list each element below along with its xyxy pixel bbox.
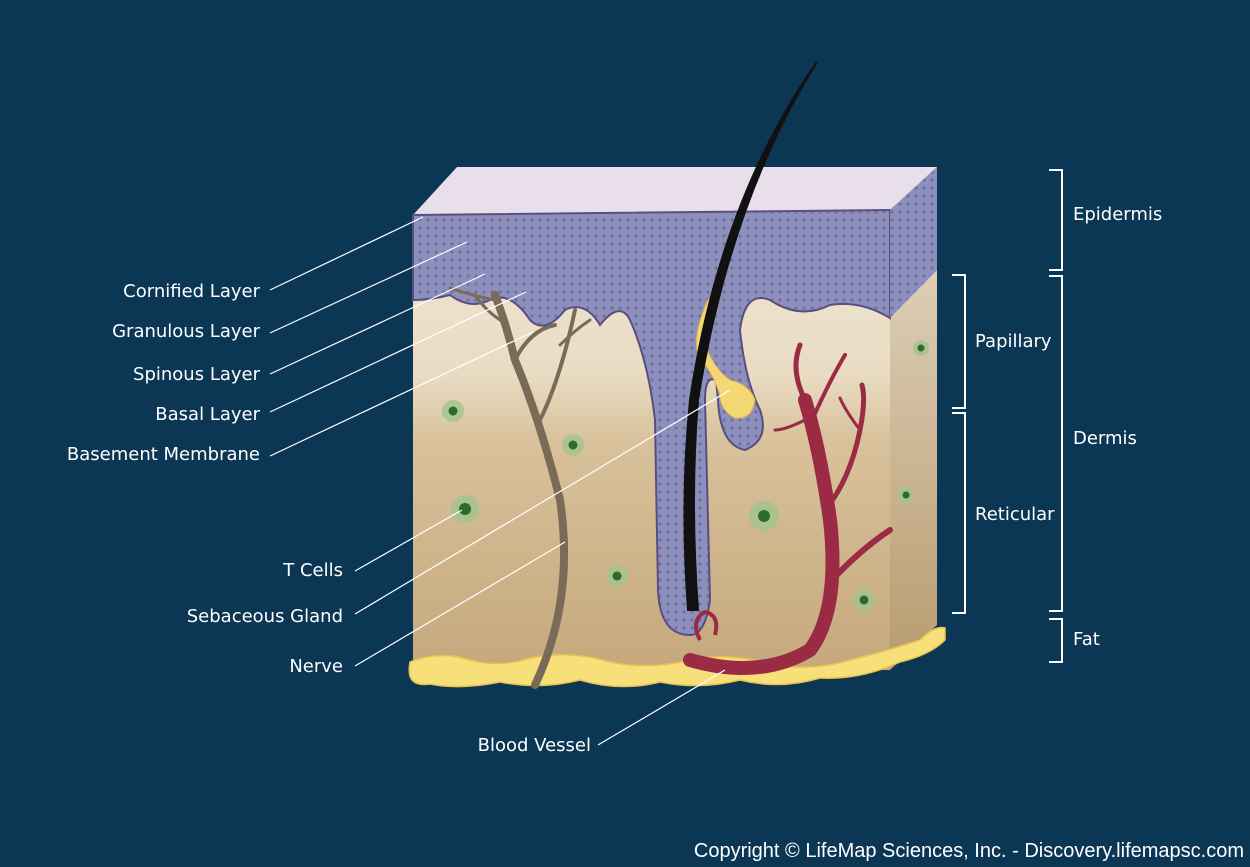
nerve <box>448 286 592 689</box>
t-cell <box>853 589 875 611</box>
layer-brackets <box>952 169 1063 663</box>
blood-vessel <box>683 342 893 675</box>
copyright-notice: Copyright © LifeMap Sciences, Inc. - Dis… <box>693 840 1244 862</box>
hair-bulb <box>694 609 719 641</box>
label-granulous-layer: Granulous Layer <box>112 321 261 342</box>
epidermis-side-texture <box>890 167 937 318</box>
t-cell <box>913 340 929 356</box>
t-cell <box>898 487 914 503</box>
skin-top-surface <box>413 167 937 215</box>
hair-shaft <box>683 61 818 611</box>
label-reticular: Reticular <box>975 504 1055 525</box>
label-fat: Fat <box>1073 629 1100 650</box>
label-papillary: Papillary <box>975 331 1052 352</box>
label-spinous-layer: Spinous Layer <box>133 364 261 385</box>
t-cell <box>442 400 464 422</box>
label-epidermis: Epidermis <box>1073 204 1162 225</box>
t-cell <box>749 501 779 531</box>
label-sebaceous-gland: Sebaceous Gland <box>187 606 343 627</box>
label-cornified-layer: Cornified Layer <box>123 281 260 302</box>
t-cells <box>442 340 929 611</box>
label-pointers <box>269 216 731 746</box>
epidermis-texture <box>413 210 890 635</box>
t-cell <box>606 565 628 587</box>
label-blood-vessel: Blood Vessel <box>478 735 591 756</box>
label-dermis: Dermis <box>1073 428 1137 449</box>
label-nerve: Nerve <box>289 656 343 677</box>
label-basement-membrane: Basement Membrane <box>67 444 260 465</box>
label-basal-layer: Basal Layer <box>155 404 260 425</box>
t-cell <box>451 495 479 523</box>
t-cell <box>562 434 584 456</box>
label-t-cells: T Cells <box>282 560 343 581</box>
